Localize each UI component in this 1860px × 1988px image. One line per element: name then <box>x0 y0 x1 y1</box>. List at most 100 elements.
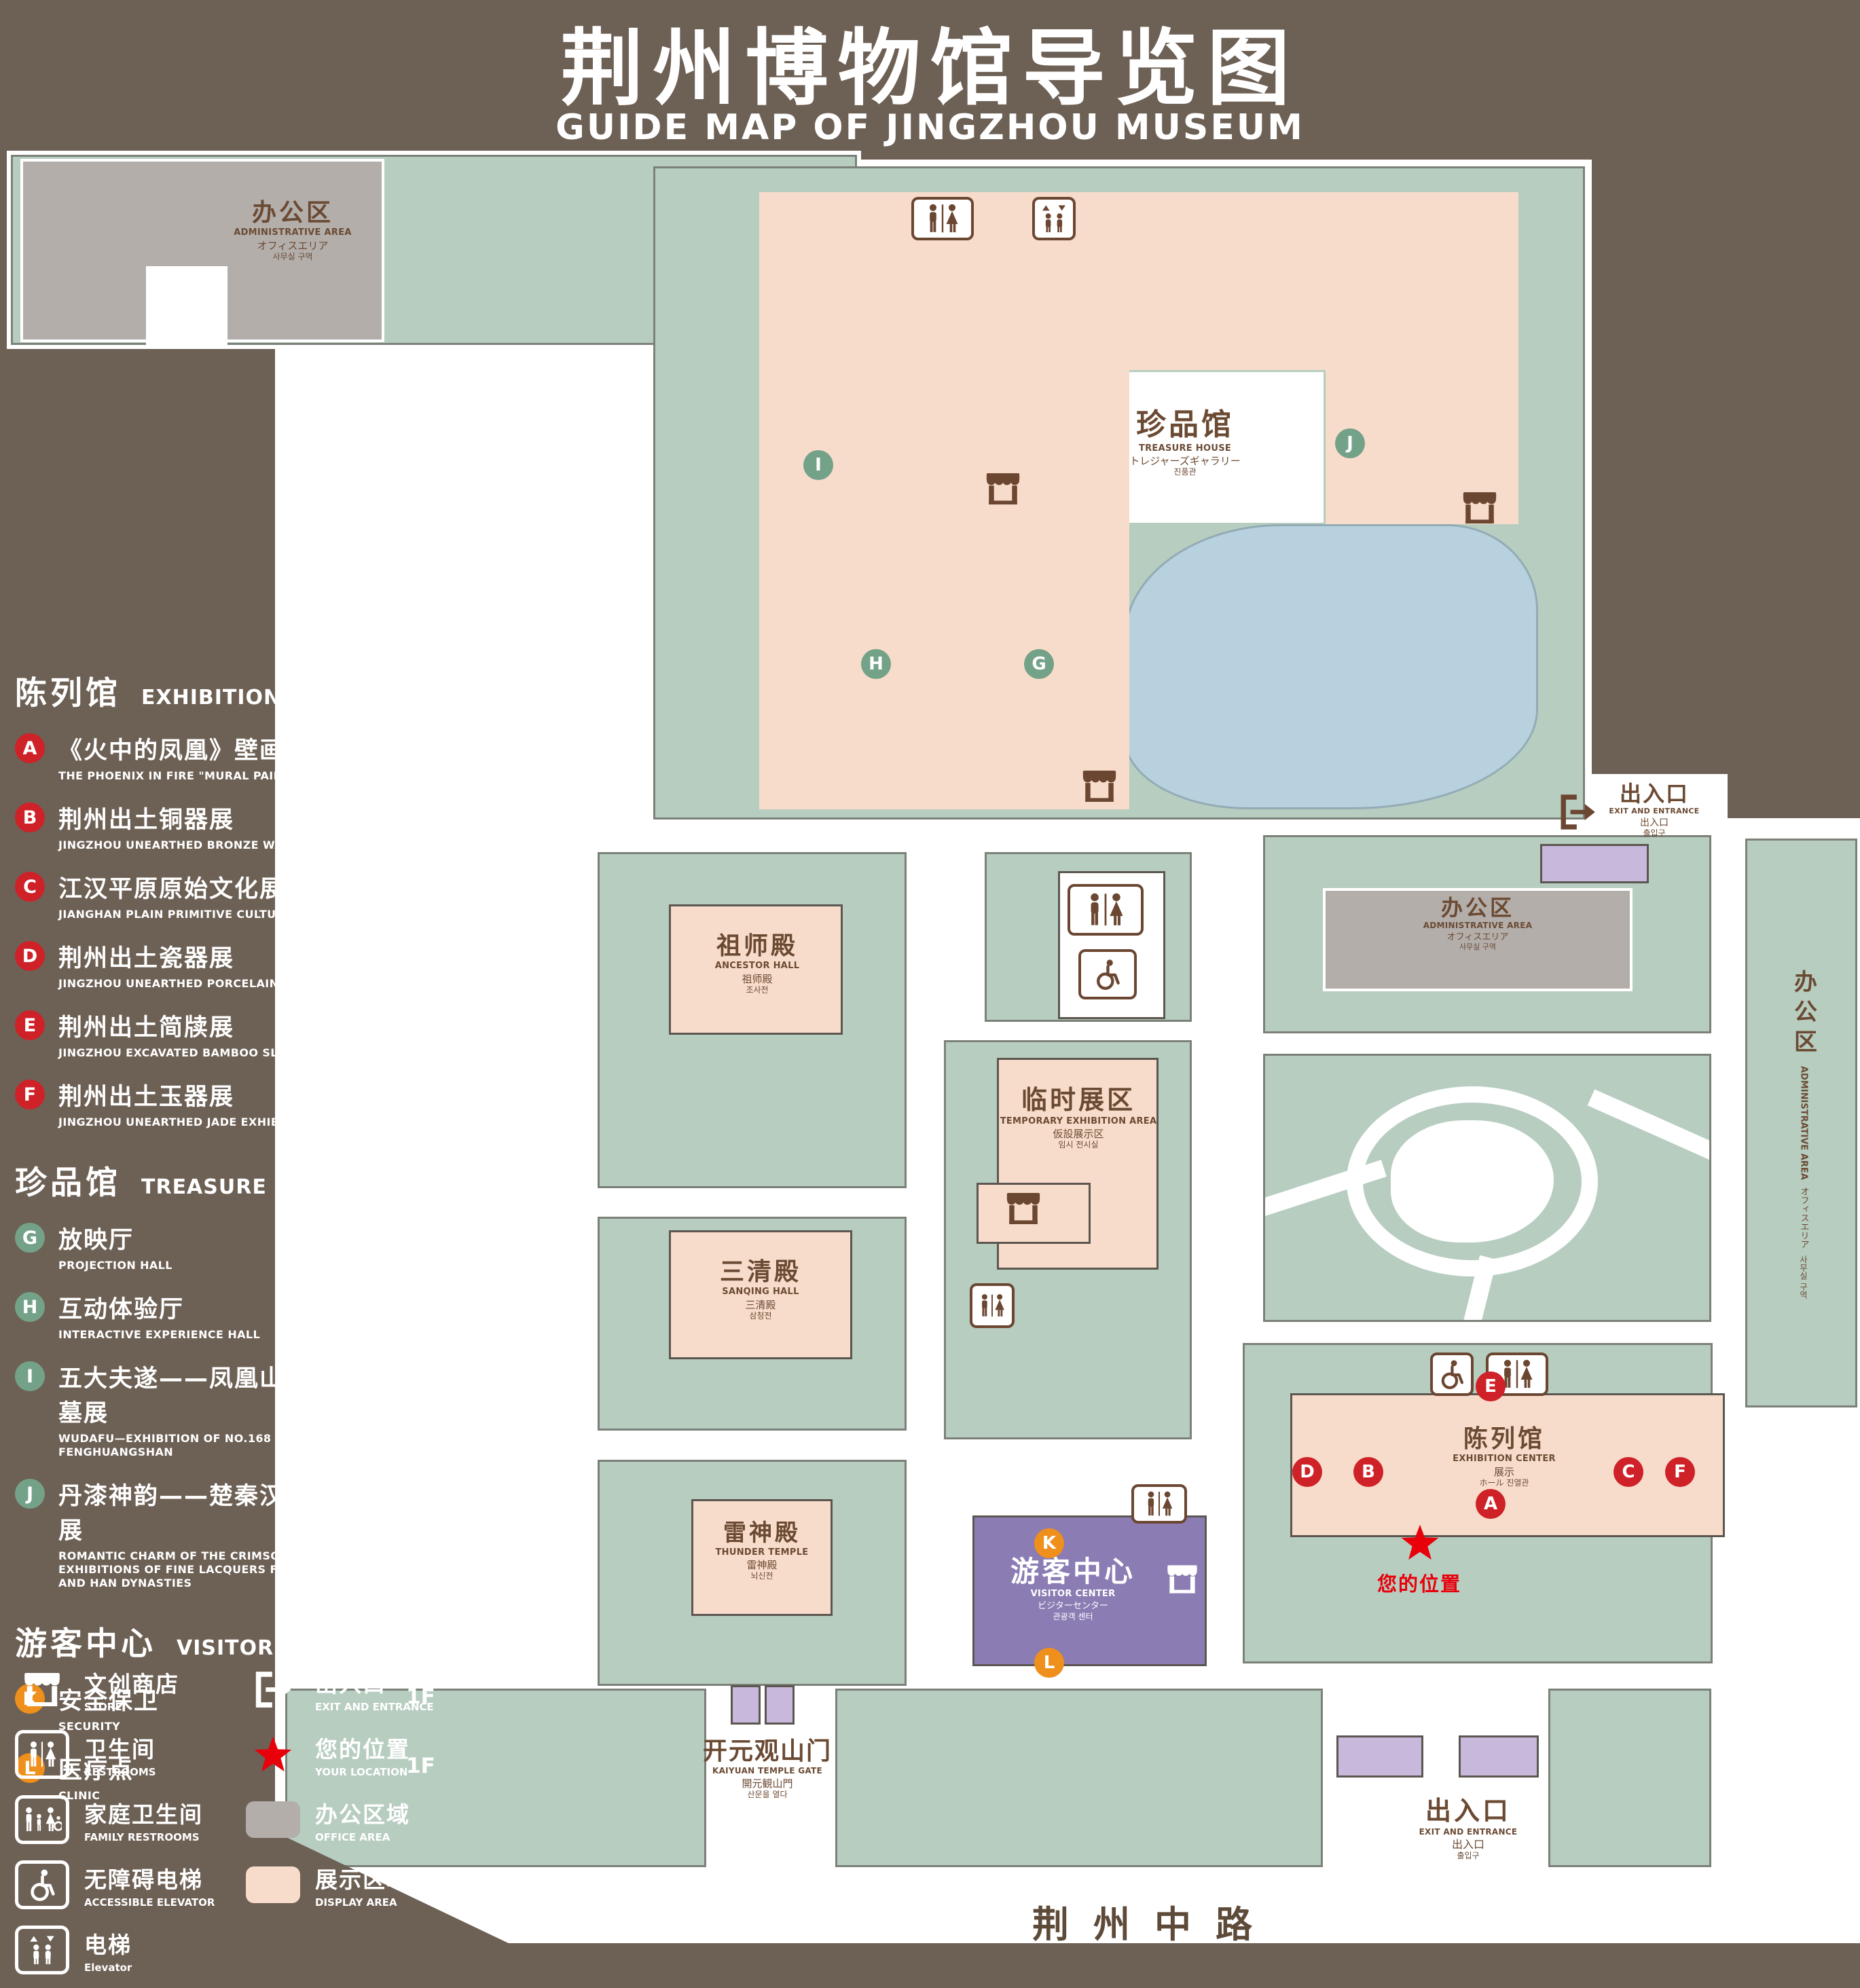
label-ja: 展示 <box>1493 1465 1514 1478</box>
legend-label-zh: 展示区域 <box>315 1866 410 1893</box>
store-icon <box>1080 767 1119 805</box>
label-ja: トレジャーズギャラリー <box>1129 455 1241 468</box>
gate-label: 开元观山门 KAIYUAN TEMPLE GATE 開元観山門 산문을 열다 <box>699 1737 835 1799</box>
item-name-zh: 荆州出土瓷器展 <box>58 945 235 972</box>
item-name-en: JINGZHOU EXCAVATED BAMBOO SLIPS EXHIBITI… <box>58 1046 376 1059</box>
item-badge: C <box>15 872 45 902</box>
label-zh: 办公区 <box>251 199 333 227</box>
exit-icon <box>246 1665 300 1714</box>
sidebar-key: 陈列馆 EXHIBITION CENTER A 《火中的凤凰》壁画 THE PHO… <box>15 667 455 1820</box>
marker-B: B <box>1353 1457 1383 1487</box>
visitor-center-building <box>972 1515 1207 1666</box>
store-icon <box>1004 1190 1043 1228</box>
garden-lawn <box>1263 1054 1711 1322</box>
label-zh: 出入口 <box>1619 781 1689 807</box>
lake <box>1124 524 1538 809</box>
marker-L: L <box>1034 1648 1064 1678</box>
legend-label-zh: 卫生间 <box>84 1735 156 1763</box>
legend-label-en: STORE <box>84 1700 122 1713</box>
label-ko: 진품관 <box>1173 467 1197 477</box>
admin-courtyard-notch <box>146 266 227 345</box>
legend-label-zh: 文创商店 <box>84 1670 179 1697</box>
label-ja: オフィスエリア <box>1798 1186 1809 1249</box>
family-restroom-icon <box>15 1795 69 1844</box>
page-subtitle: GUIDE MAP OF JINGZHOU MUSEUM <box>555 107 1305 148</box>
legend-label-zh: 无障碍电梯 <box>84 1866 203 1893</box>
section-title-zh: 珍品馆 <box>15 1164 121 1202</box>
accessible-elevator-icon <box>15 1860 69 1909</box>
item-name-en: WUDAFU—EXHIBITION OF NO.168 HAN TOMB FRO… <box>58 1432 385 1458</box>
label-en: TEMPORARY EXHIBITION AREA <box>1000 1116 1157 1126</box>
label-en: EXIT AND ENTRANCE <box>1609 807 1700 816</box>
accessible-elevator-icon <box>1430 1352 1474 1396</box>
store-icon <box>15 1665 69 1714</box>
label-ja: 雷神殿 <box>746 1559 778 1572</box>
label-ja: オフィスエリア <box>257 239 329 252</box>
item-name-en: JINGZHOU UNEARTHED PORCELAIN EXHIBITIONE <box>58 977 365 990</box>
legend-item-store: 文创商店 STORE <box>15 1665 239 1714</box>
label-ja: 開元観山門 <box>742 1777 793 1790</box>
item-name-zh: 《火中的凤凰》壁画 <box>58 737 285 765</box>
restroom-icon <box>1131 1484 1187 1524</box>
item-name-en: THE PHOENIX IN FIRE "MURAL PAINTING <box>58 769 314 782</box>
legend-label-en: DISPLAY AREA <box>315 1896 397 1909</box>
item-name-zh: 安全保卫 <box>58 1688 160 1715</box>
legend-label-en: OFFICE AREA <box>315 1830 390 1843</box>
item-badge: E <box>15 1010 45 1040</box>
label-en: EXHIBITION CENTER <box>1453 1454 1556 1465</box>
item-name-en: CLINIC <box>58 1789 101 1802</box>
exit-label-south: 出入口 EXIT AND ENTRANCE 出入口 출입구 <box>1400 1796 1536 1861</box>
list-item-A: A 《火中的凤凰》壁画 THE PHOENIX IN FIRE "MURAL PA… <box>15 731 455 783</box>
label-ko: 사무실 구역 <box>272 251 313 261</box>
item-floor: 2F <box>406 942 435 966</box>
label-ja: オフィスエリア <box>1446 932 1509 942</box>
lawn-south-west <box>285 1689 706 1867</box>
item-name-zh: 荆州出土玉器展 <box>58 1084 235 1111</box>
family-restroom-icon <box>1078 949 1137 999</box>
store-icon <box>1460 489 1499 527</box>
legend-label-en: FAMILY RESTROOMS <box>84 1830 200 1843</box>
store-icon <box>1164 1562 1201 1597</box>
marker-C: C <box>1613 1457 1643 1487</box>
entrance-block <box>1336 1735 1423 1778</box>
label-zh: 雷神殿 <box>723 1520 801 1547</box>
road-label: 荆州中路 <box>1032 1903 1277 1946</box>
label-ja: 祖师殿 <box>742 972 773 985</box>
treasure-house-label: 珍品馆 TREASURE HOUSE トレジャーズギャラリー 진품관 <box>1087 407 1283 477</box>
lawn-south-center <box>835 1689 1323 1867</box>
label-zh: 办公区 <box>1789 969 1817 1059</box>
item-name-zh: 放映厅 <box>58 1227 134 1254</box>
item-floor: 2F <box>406 1080 435 1105</box>
section-title-en: VISITOR CENTER <box>177 1636 376 1660</box>
elevator-icon <box>1032 197 1076 240</box>
marker-A: A <box>1476 1489 1506 1519</box>
restroom-icon <box>15 1730 69 1779</box>
item-floor: 1F <box>406 1223 435 1248</box>
label-zh: 开元观山门 <box>702 1737 832 1765</box>
section-header-exhibition-center: 陈列馆 EXHIBITION CENTER <box>15 667 455 714</box>
item-badge: H <box>15 1292 45 1322</box>
admin-right-label: 办公区 ADMINISTRATIVE AREA オフィスエリア 사무실 구역 <box>1330 895 1626 952</box>
item-name-en: INTERACTIVE EXPERIENCE HALL <box>58 1328 261 1341</box>
location-star-icon <box>246 1730 300 1779</box>
admin-building-right <box>1323 888 1633 991</box>
label-zh: 出入口 <box>1425 1796 1511 1826</box>
item-badge: F <box>15 1080 45 1109</box>
map-backdrop-plaza <box>275 349 655 880</box>
label-ko: 출입구 <box>1643 828 1666 839</box>
item-badge: A <box>15 733 45 763</box>
item-floor: 1F <box>406 1685 435 1709</box>
label-ja: 出入口 <box>1640 817 1668 828</box>
store-icon <box>983 470 1023 508</box>
item-name-zh: 江汉平原原始文化展 <box>58 876 285 903</box>
label-en: ADMINISTRATIVE AREA <box>234 227 352 238</box>
temporary-exhibition-label: 临时展区 TEMPORARY EXHIBITION AREA 仮設展示区 임시 … <box>1000 1085 1157 1150</box>
garden-pond <box>1391 1120 1554 1242</box>
